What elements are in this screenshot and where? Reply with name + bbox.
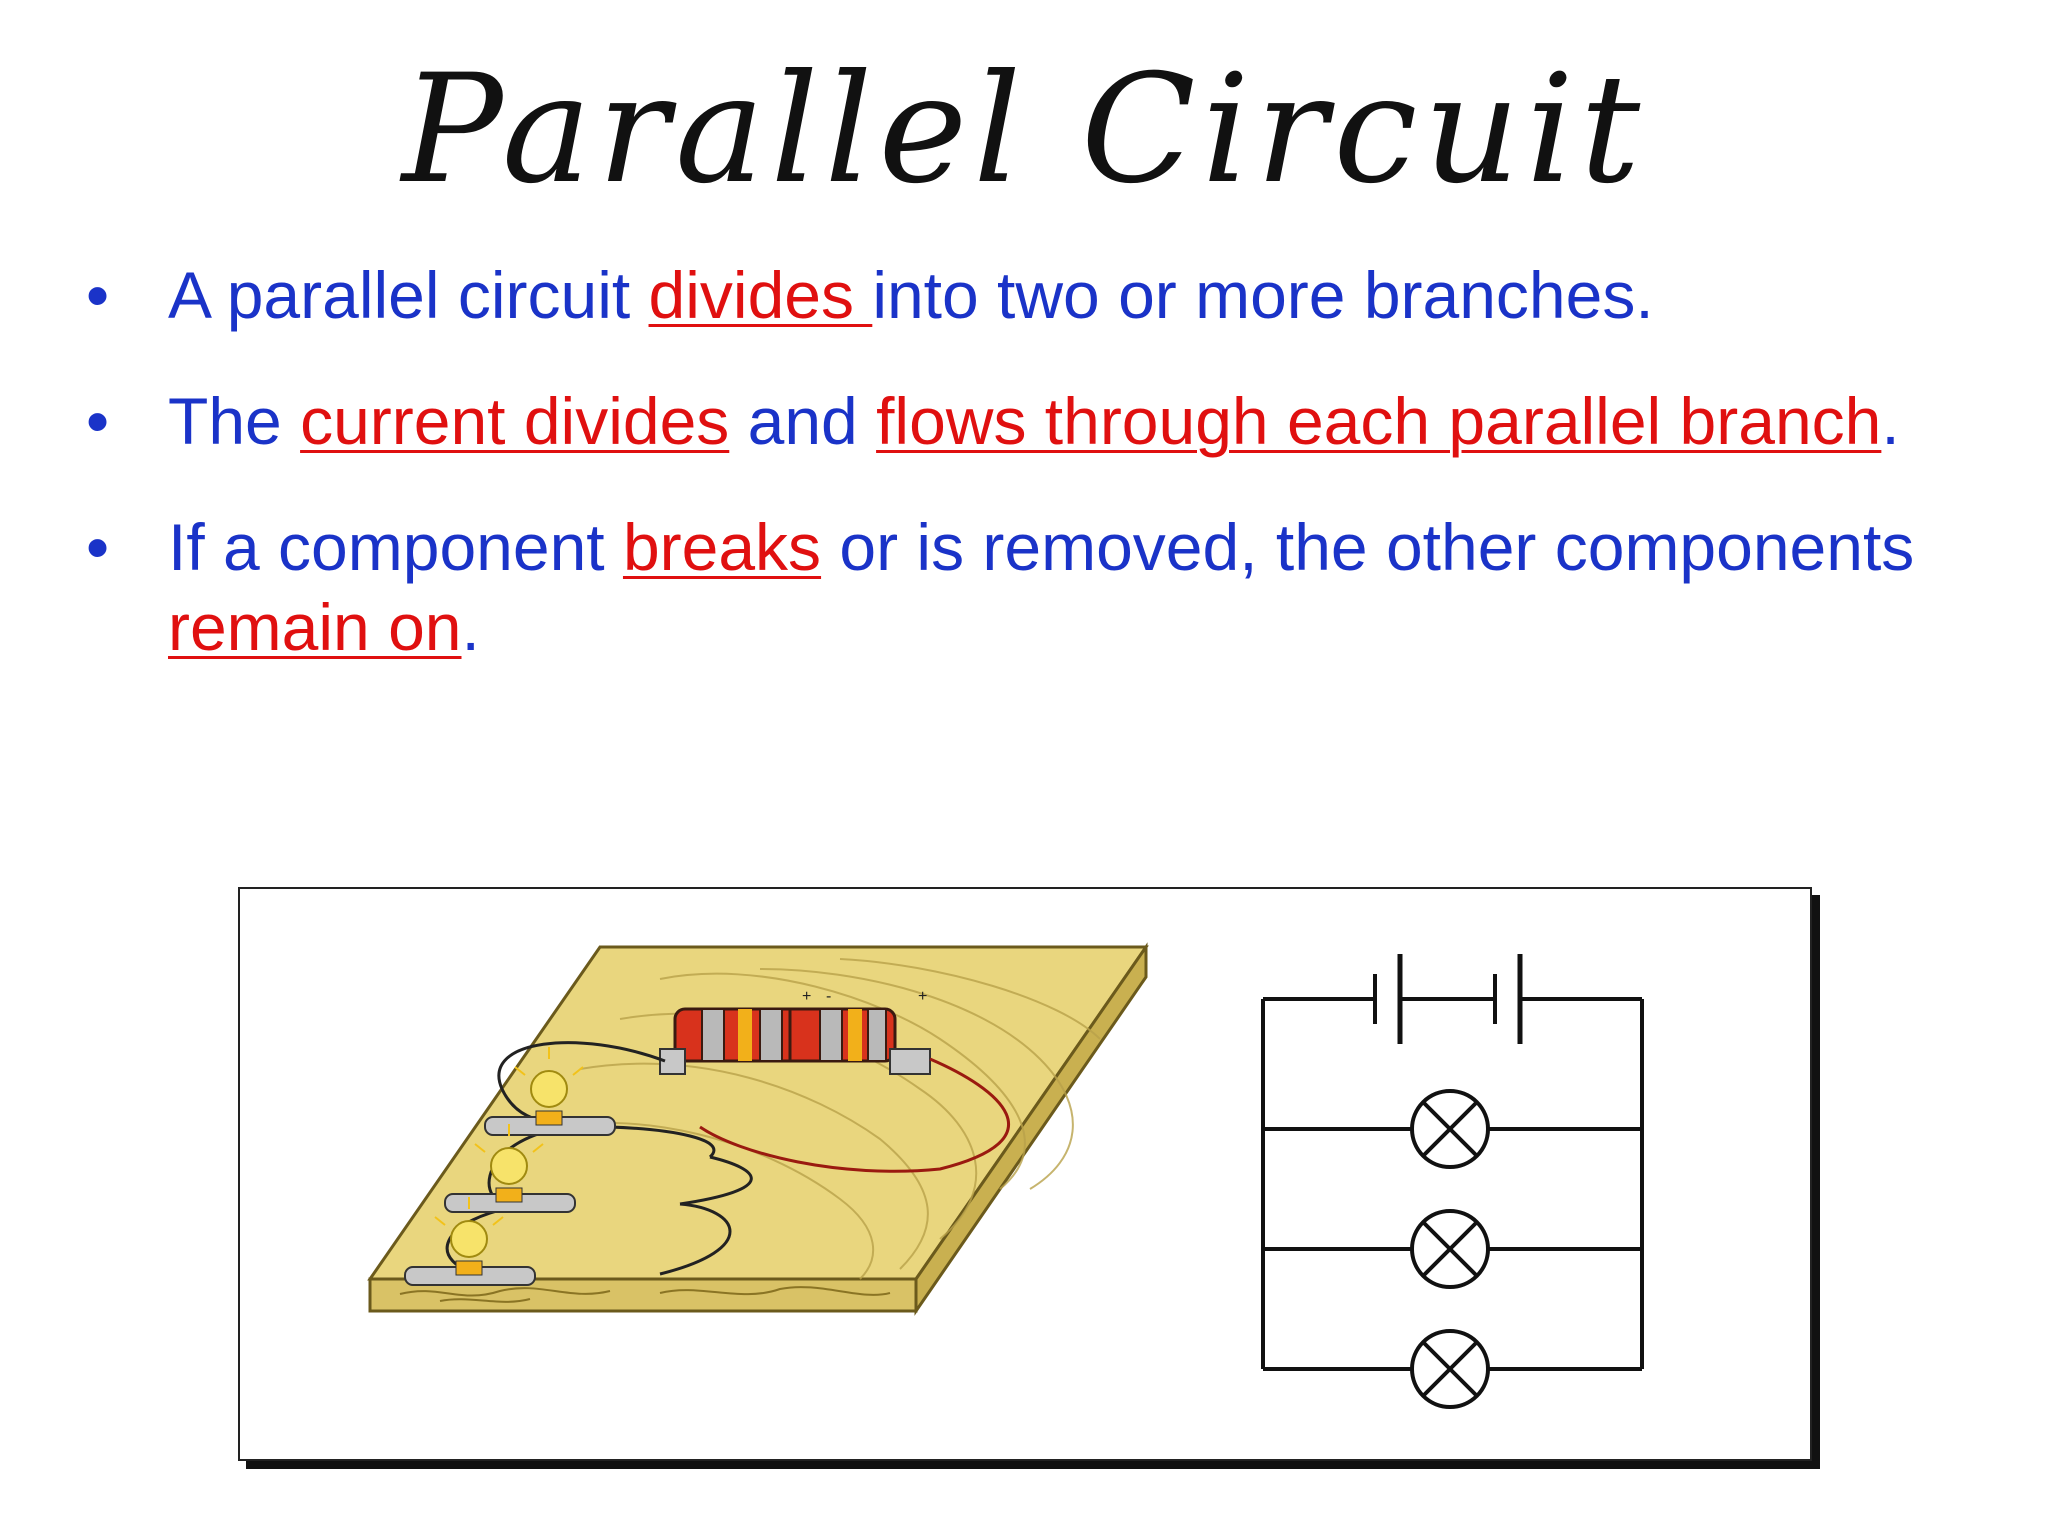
bullet-item: • If a component breaks or is removed, t… bbox=[80, 507, 1980, 667]
bullet-text: and bbox=[729, 384, 877, 458]
bullet-text: A parallel circuit bbox=[168, 258, 649, 332]
battery-pack: + - + bbox=[659, 988, 931, 1075]
lamp-symbol-icon bbox=[1410, 1089, 1490, 1169]
bullet-text: . bbox=[461, 590, 480, 664]
red-wire bbox=[699, 1057, 1011, 1173]
bullet-text: or is removed, the other components bbox=[821, 510, 1915, 584]
bullet-dot-icon: • bbox=[86, 384, 110, 458]
bullet-text: The bbox=[168, 384, 301, 458]
bullet-highlight: current divides bbox=[300, 384, 730, 458]
lamp-holder bbox=[444, 1124, 576, 1213]
circuit-illustration: + - + bbox=[367, 942, 1644, 1409]
lamp-holder bbox=[484, 1047, 616, 1136]
bullet-text: . bbox=[1881, 384, 1900, 458]
battery-terminal-mark: - bbox=[826, 988, 831, 1005]
bullet-highlight: remain on bbox=[168, 590, 462, 664]
battery-terminal-mark: + bbox=[918, 988, 927, 1005]
circuit-schematic bbox=[1261, 954, 1644, 1371]
bullet-text: If a component bbox=[168, 510, 623, 584]
bullet-highlight: breaks bbox=[622, 510, 822, 584]
battery-terminal-mark: + bbox=[802, 988, 811, 1005]
slide-title: Parallel Circuit bbox=[401, 43, 1647, 217]
bullet-text: into two or more branches. bbox=[872, 258, 1654, 332]
bullet-highlight: divides bbox=[648, 258, 873, 332]
lamp-holder bbox=[404, 1197, 536, 1286]
bullet-item: • A parallel circuit divides into two or… bbox=[80, 255, 1980, 335]
bullet-item: • The current divides and flows through … bbox=[80, 381, 1980, 461]
bullet-list: • A parallel circuit divides into two or… bbox=[80, 255, 1980, 713]
bullet-dot-icon: • bbox=[86, 258, 110, 332]
bullet-highlight: flows through each parallel branch bbox=[876, 384, 1882, 458]
circuit-figure: + - + bbox=[238, 887, 1812, 1461]
lamp-symbol-icon bbox=[1410, 1209, 1490, 1289]
lamp-symbol-icon bbox=[1410, 1329, 1490, 1409]
bullet-dot-icon: • bbox=[86, 510, 110, 584]
